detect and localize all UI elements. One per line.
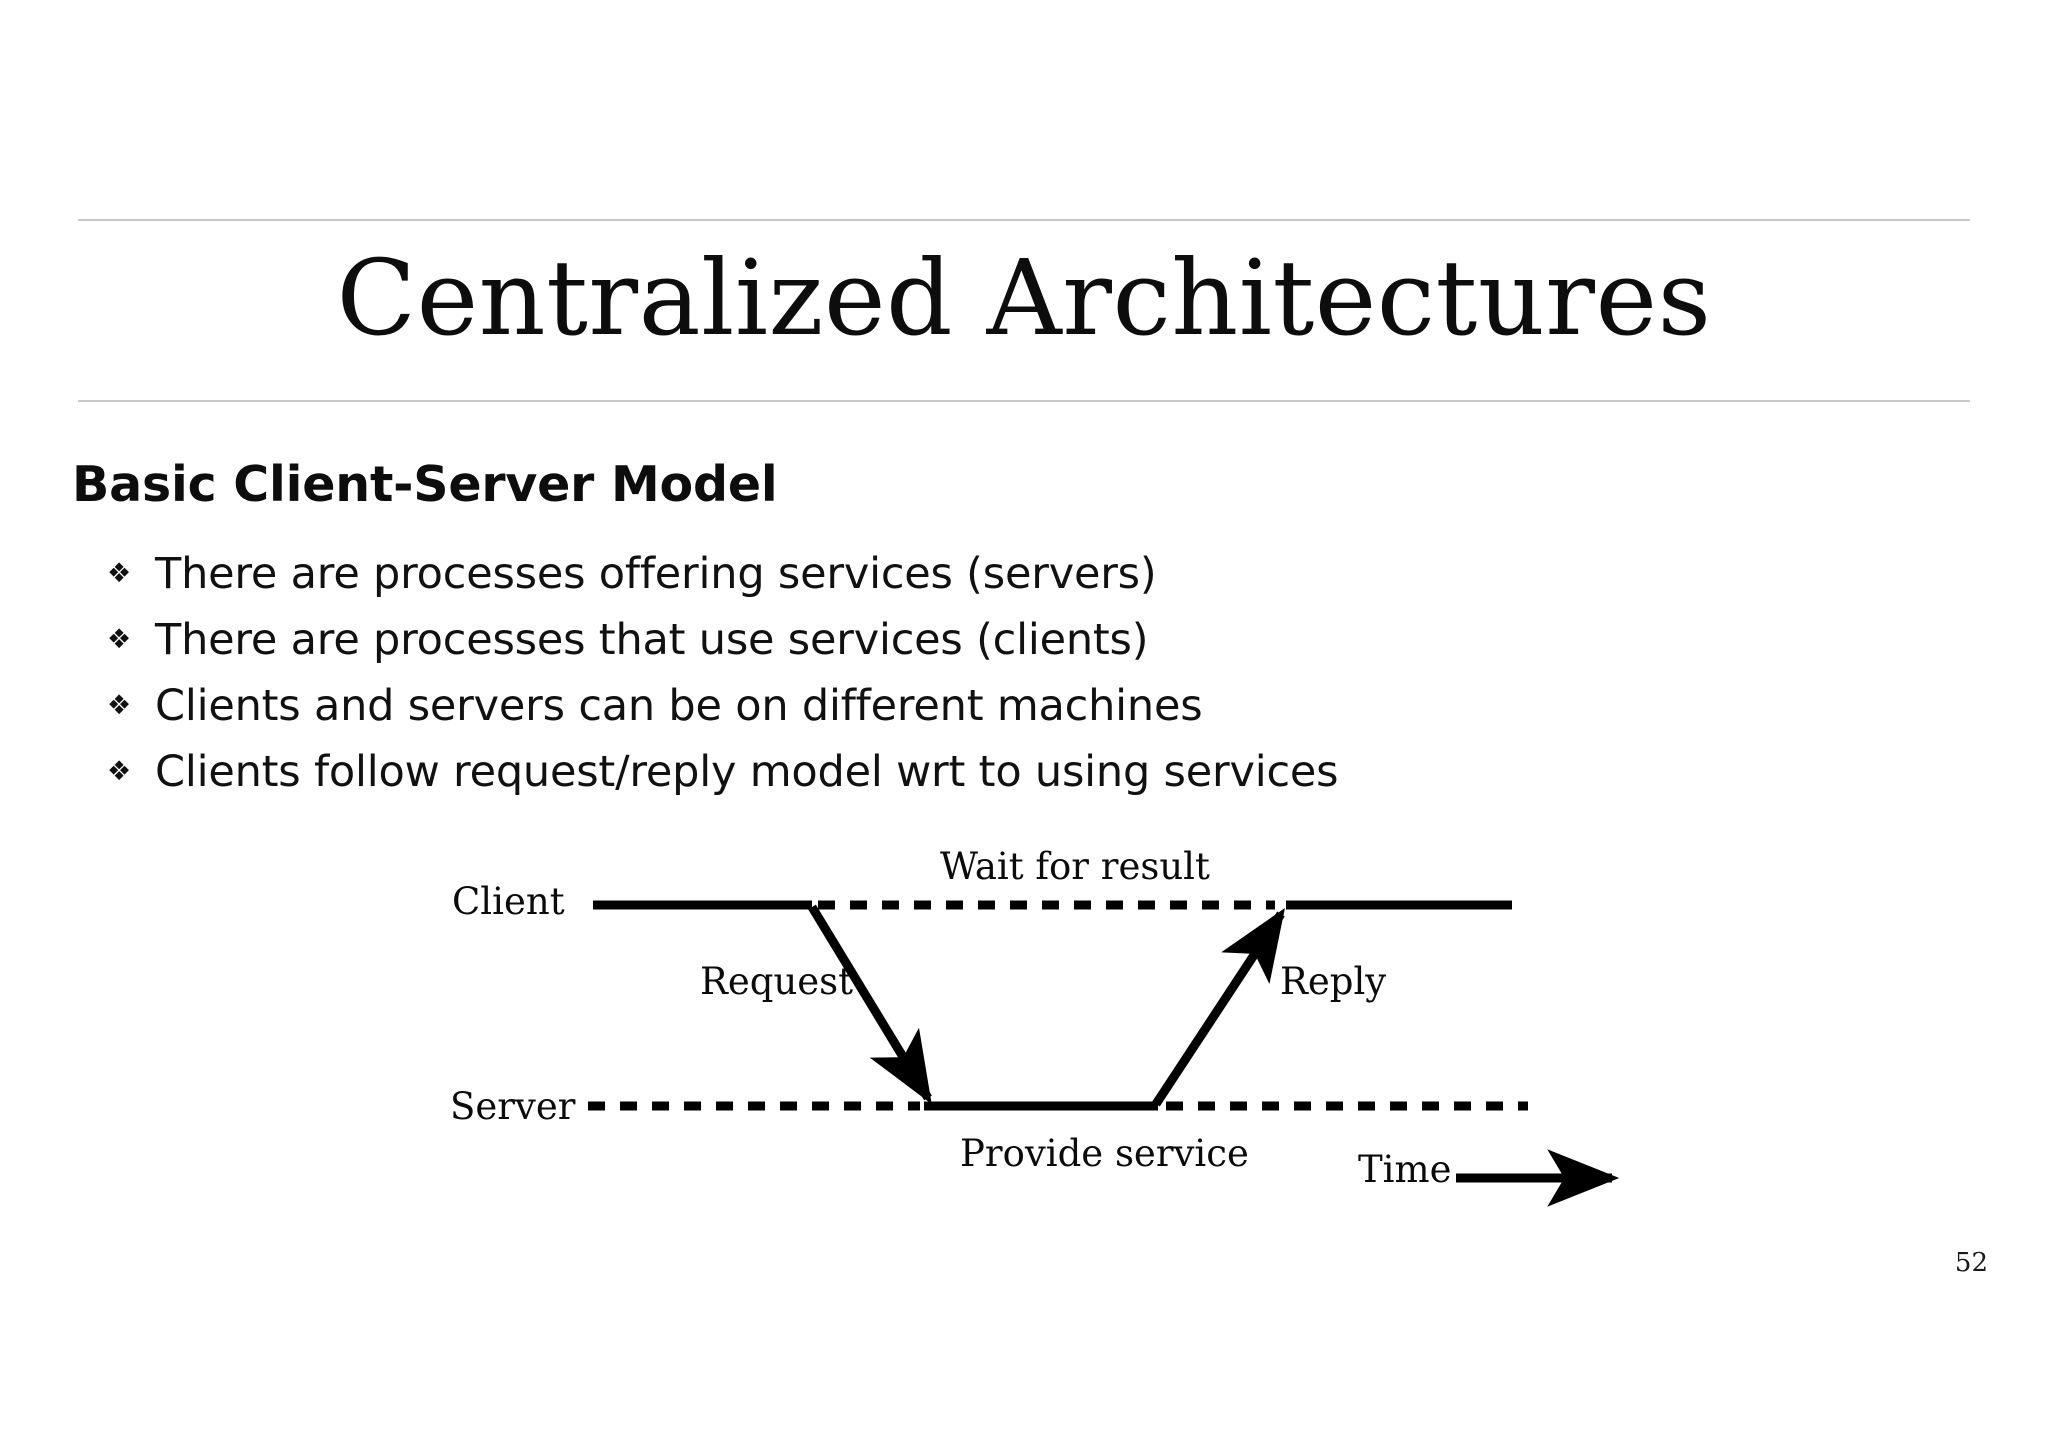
annotation-wait-for-result: Wait for result xyxy=(940,845,1210,888)
diamond-bullet-icon: ❖ xyxy=(107,756,132,787)
annotation-time-axis: Time xyxy=(1358,1148,1452,1191)
list-item-label: Clients follow request/reply model wrt t… xyxy=(155,747,1339,797)
diamond-bullet-icon: ❖ xyxy=(107,558,132,589)
page-number: 52 xyxy=(1954,1248,1988,1278)
reply-arrow xyxy=(1152,907,1285,1107)
annotation-request: Request xyxy=(700,960,854,1003)
title-rule-bottom xyxy=(78,400,1970,402)
diamond-bullet-icon: ❖ xyxy=(107,690,132,721)
list-item: ❖ There are processes that use services … xyxy=(105,614,1605,680)
actor-label-server: Server xyxy=(450,1085,576,1128)
title-rule-top xyxy=(78,219,1970,221)
list-item-label: Clients and servers can be on different … xyxy=(155,681,1203,731)
annotation-reply: Reply xyxy=(1280,960,1387,1003)
page-title: Centralized Architectures xyxy=(336,237,1712,359)
bullet-list: ❖ There are processes offering services … xyxy=(105,548,1605,812)
list-item: ❖ There are processes offering services … xyxy=(105,548,1605,614)
list-item: ❖ Clients follow request/reply model wrt… xyxy=(105,746,1605,812)
list-item-label: There are processes that use services (c… xyxy=(155,615,1149,665)
annotation-provide-service: Provide service xyxy=(960,1132,1249,1175)
list-item: ❖ Clients and servers can be on differen… xyxy=(105,680,1605,746)
list-item-label: There are processes offering services (s… xyxy=(155,549,1157,599)
diamond-bullet-icon: ❖ xyxy=(107,624,132,655)
section-heading: Basic Client-Server Model xyxy=(72,456,778,513)
actor-label-client: Client xyxy=(452,880,565,923)
